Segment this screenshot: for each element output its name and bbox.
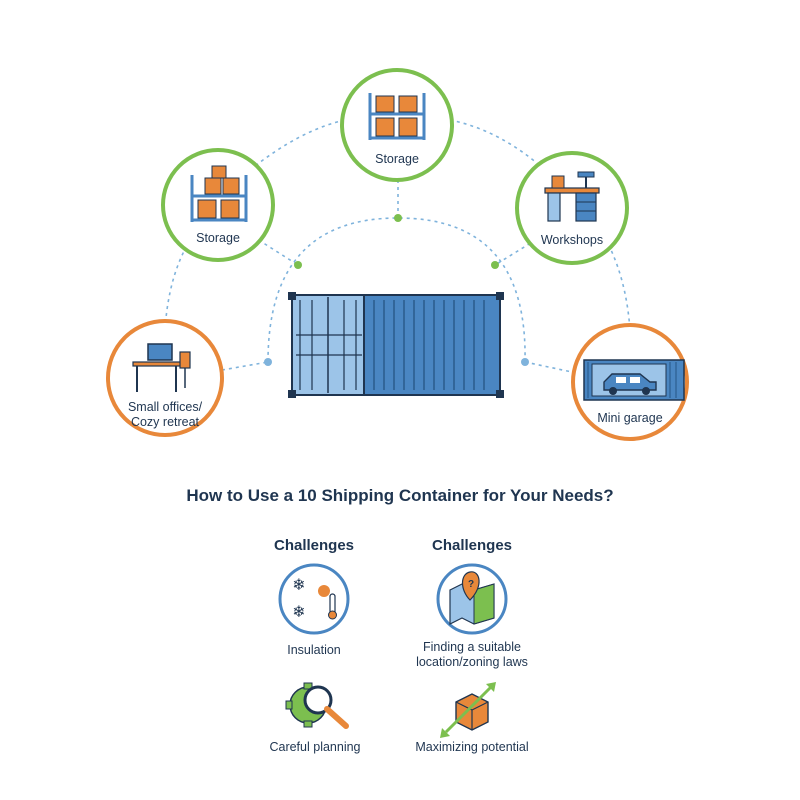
gear-magnifier-icon (285, 682, 349, 729)
diagram-title: How to Use a 10 Shipping Container for Y… (186, 486, 613, 505)
shipping-container-icon (288, 292, 504, 398)
office-desk-icon (132, 343, 191, 392)
storage-shelf-icon (190, 165, 248, 222)
challenge-location: ? Finding a suitable location/zoning law… (416, 563, 528, 669)
challenge-label: Finding a suitable (423, 640, 521, 654)
use-workshops: Workshops (515, 151, 629, 265)
challenges-heading-left: Challenges (274, 537, 354, 554)
connector-dot (394, 214, 402, 222)
svg-text:❄: ❄ (292, 602, 305, 621)
challenge-maximizing: Maximizing potential (415, 682, 529, 754)
connector-dot (294, 261, 302, 269)
challenge-label: Careful planning (269, 740, 360, 754)
workbench-icon (544, 171, 600, 222)
use-label: Storage (375, 152, 419, 166)
challenge-label-line2: location/zoning laws (416, 655, 528, 669)
insulation-icon: ❄ ❄ (292, 575, 337, 621)
use-label: Mini garage (597, 411, 662, 425)
use-label: Small offices/ (128, 400, 203, 414)
use-label: Storage (196, 231, 240, 245)
challenges-heading-right: Challenges (432, 537, 512, 554)
challenge-label: Maximizing potential (415, 740, 528, 754)
svg-text:❄: ❄ (292, 575, 305, 594)
connector-dot (491, 261, 499, 269)
challenge-planning: Careful planning (269, 682, 361, 754)
use-label: Workshops (541, 233, 603, 247)
svg-text:?: ? (468, 579, 474, 590)
garage-car-icon (583, 359, 685, 401)
box-arrows-icon (440, 682, 496, 738)
use-storage-left: Storage (161, 148, 275, 262)
use-storage-top: Storage (340, 68, 454, 182)
storage-shelf-icon (368, 93, 426, 140)
use-label-line2: Cozy retreat (131, 415, 200, 429)
use-small-offices: Small offices/ Cozy retreat (106, 319, 224, 437)
challenge-insulation: ❄ ❄ Insulation (278, 563, 350, 657)
use-mini-garage: Mini garage (571, 323, 689, 441)
map-location-icon: ? (449, 571, 495, 625)
challenge-label: Insulation (287, 643, 341, 657)
connector-dots (264, 358, 529, 366)
